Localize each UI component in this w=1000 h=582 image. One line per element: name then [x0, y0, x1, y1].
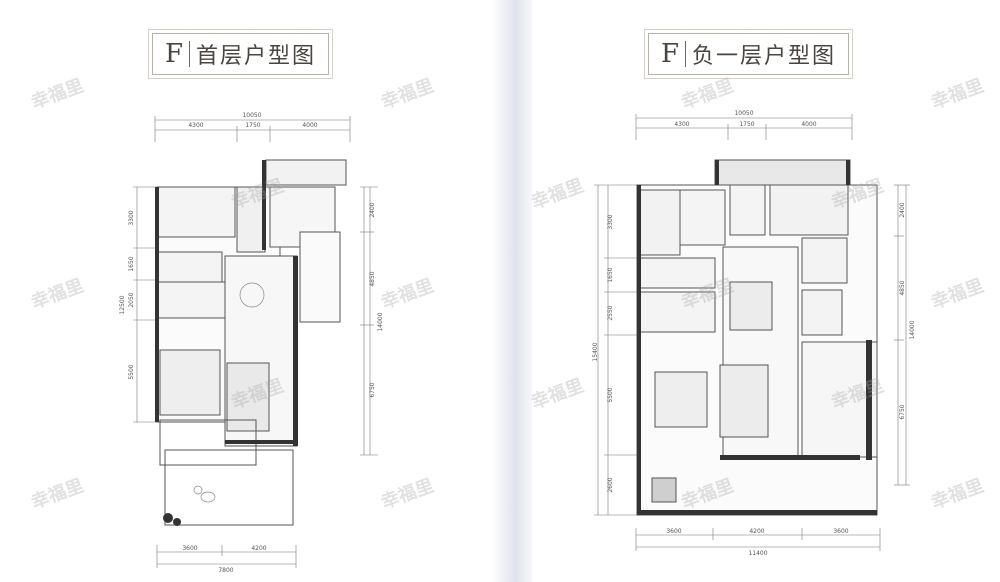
dim-right-part: 6750	[899, 404, 906, 419]
dim-left-part: 1650	[607, 267, 614, 282]
dim-bottom-total: 7800	[218, 567, 233, 574]
dim-bottom-part: 3600	[182, 545, 197, 552]
dim-right-part: 4850	[899, 280, 906, 295]
dim-right-part: 2400	[369, 202, 376, 217]
dim-left-part: 5500	[607, 387, 614, 402]
title-text: 负一层户型图	[692, 44, 837, 69]
title-divider	[685, 41, 687, 67]
dim-left-total: 15400	[592, 342, 599, 361]
dim-left-part: 3300	[128, 210, 135, 225]
dim-top-part: 4000	[302, 122, 317, 129]
dim-bottom-total: 11400	[748, 550, 767, 557]
dim-right-part: 6750	[369, 382, 376, 397]
dim-bottom-part: 4200	[251, 545, 266, 552]
dim-top-part: 4300	[674, 121, 689, 128]
title-divider	[189, 41, 191, 67]
dim-top-total: 10050	[734, 110, 753, 117]
dim-left-part: 5500	[128, 364, 135, 379]
dim-left-part: 1650	[128, 256, 135, 271]
title-text: 首层户型图	[196, 44, 317, 69]
dim-top-part: 1750	[245, 122, 260, 129]
title-letter: F	[165, 39, 186, 69]
dim-bottom-part: 4200	[749, 528, 764, 535]
dim-left-part: 2600	[607, 477, 614, 492]
left-floor-plan	[155, 159, 347, 526]
dim-left-part: 3300	[607, 214, 614, 229]
dim-right-part: 2400	[899, 202, 906, 217]
dim-right-total: 14000	[377, 312, 384, 331]
dim-top-total: 10050	[242, 112, 261, 119]
dim-top-part: 4300	[188, 122, 203, 129]
dim-left-total: 12500	[119, 295, 126, 314]
dim-bottom-part: 3600	[833, 528, 848, 535]
dim-right-total: 14000	[909, 320, 916, 339]
dim-top-part: 1750	[739, 121, 754, 128]
left-plan-title: F 首层户型图	[147, 29, 334, 79]
right-plan-title: F 负一层户型图	[643, 29, 854, 79]
dim-top-part: 4000	[801, 121, 816, 128]
dim-bottom-part: 3600	[666, 528, 681, 535]
dim-left-part: 2550	[607, 305, 614, 320]
dim-left-part: 2050	[128, 292, 135, 307]
right-floor-plan	[636, 159, 878, 516]
dimension-lines	[133, 114, 910, 568]
page-spine	[492, 0, 532, 582]
dim-right-part: 4850	[369, 271, 376, 286]
title-letter: F	[661, 39, 682, 69]
